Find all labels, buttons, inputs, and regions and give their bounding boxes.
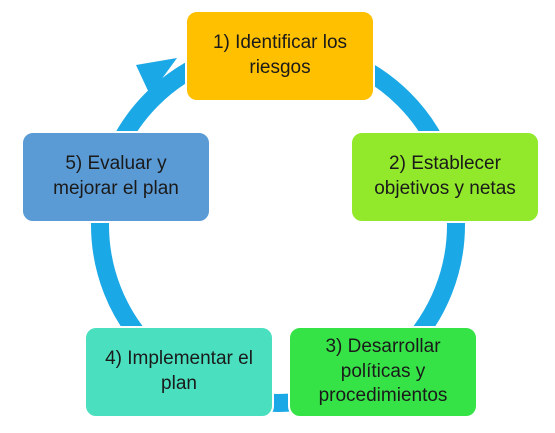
step-implement-plan-label: 4) Implementar el plan	[105, 348, 253, 394]
cycle-arrowhead	[136, 58, 177, 95]
step-set-objectives: 2) Establecer objetivos y netas	[350, 131, 540, 223]
step-implement-plan: 4) Implementar el plan	[84, 326, 274, 418]
step-evaluate-plan: 5) Evaluar y mejorar el plan	[21, 131, 211, 223]
step-develop-policies-label: 3) Desarrollar políticas y procedimiento…	[318, 335, 448, 407]
step-evaluate-plan-label: 5) Evaluar y mejorar el plan	[53, 153, 179, 199]
step-identify-risks: 1) Identificar los riesgos	[185, 10, 375, 102]
step-develop-policies: 3) Desarrollar políticas y procedimiento…	[288, 326, 478, 418]
step-identify-risks-label: 1) Identificar los riesgos	[212, 32, 348, 78]
step-set-objectives-label: 2) Establecer objetivos y netas	[374, 153, 516, 199]
